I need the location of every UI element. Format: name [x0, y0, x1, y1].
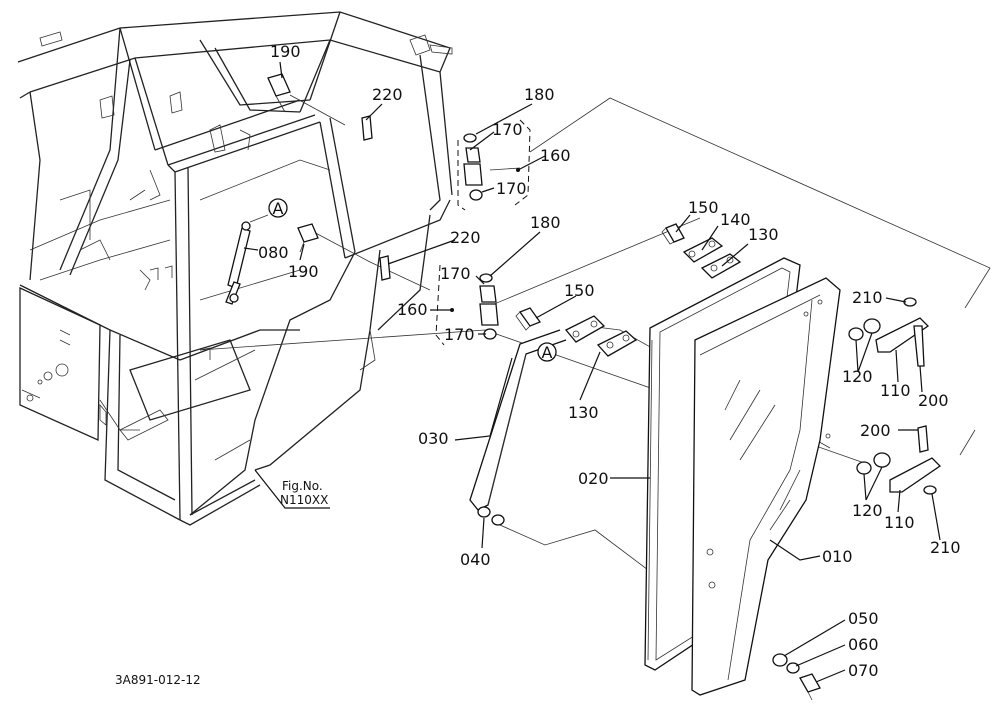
fig-reference-line1: Fig.No. [282, 479, 323, 493]
plate-220-lower [379, 255, 391, 281]
callout-120-upper: 120 [842, 367, 873, 386]
callout-070: 070 [848, 661, 879, 680]
callout-labels: 190 220 180 170 160 170 180 220 170 160 … [258, 42, 961, 680]
marker-a-lower: A [537, 342, 557, 362]
callout-220-upper: 220 [372, 85, 403, 104]
fig-reference-line2: N110XX [280, 493, 328, 507]
callout-170-upper-a: 170 [492, 120, 523, 139]
link-plate-130-lower [564, 315, 638, 357]
callout-150-upper: 150 [688, 198, 719, 217]
callout-110-lower: 110 [884, 513, 915, 532]
glass-door-010 [691, 277, 841, 696]
callout-130-upper: 130 [748, 225, 779, 244]
callout-040: 040 [460, 550, 491, 569]
bolt-190-upper [267, 73, 291, 113]
callout-170-lower-a: 170 [440, 264, 471, 283]
callout-200-lower: 200 [860, 421, 891, 440]
bolt-150-lower [515, 307, 542, 331]
callout-120-lower: 120 [852, 501, 883, 520]
callout-220-lower: 220 [450, 228, 481, 247]
callout-050: 050 [848, 609, 879, 628]
callout-030: 030 [418, 429, 449, 448]
handrail-030 [469, 329, 567, 526]
callout-210-lower: 210 [930, 538, 961, 557]
callout-190-upper: 190 [270, 42, 301, 61]
callout-080: 080 [258, 243, 289, 262]
bolt-150-upper [661, 223, 685, 245]
marker-a-upper-letter: A [273, 199, 284, 218]
callout-200-upper: 200 [918, 391, 949, 410]
leader-lines [243, 61, 941, 683]
callout-130-lower: 130 [568, 403, 599, 422]
callout-180-upper: 180 [524, 85, 555, 104]
bolt-190-lower [297, 223, 319, 253]
gas-strut-080 [225, 214, 269, 305]
marker-a-upper: A [268, 198, 288, 218]
bolt-070 [799, 673, 821, 701]
callout-010: 010 [822, 547, 853, 566]
marker-a-lower-letter: A [542, 343, 553, 362]
callout-210-upper: 210 [852, 288, 883, 307]
handle-110-lower [856, 425, 942, 495]
callout-150-lower: 150 [564, 281, 595, 300]
callout-060: 060 [848, 635, 879, 654]
link-plate-140-130-upper [682, 237, 742, 279]
fig-reference: Fig.No. N110XX [280, 479, 328, 507]
callout-160-upper: 160 [540, 146, 571, 165]
handle-110-upper [848, 297, 930, 367]
callout-170-lower-b: 170 [444, 325, 475, 344]
cab-frame [17, 11, 453, 526]
drawing-number: 3A891-012-12 [115, 673, 201, 687]
callout-160-lower: 160 [397, 300, 428, 319]
washer-060 [786, 662, 800, 674]
callout-110-upper: 110 [880, 381, 911, 400]
hinge-stack-upper [457, 119, 531, 211]
plate-220-upper [361, 115, 373, 141]
reference-lines [199, 94, 991, 629]
callout-140: 140 [720, 210, 751, 229]
callout-180-lower: 180 [530, 213, 561, 232]
callout-190-lower: 190 [288, 262, 319, 281]
washer-050 [772, 653, 788, 667]
callout-170-upper-b: 170 [496, 179, 527, 198]
callout-020: 020 [578, 469, 609, 488]
